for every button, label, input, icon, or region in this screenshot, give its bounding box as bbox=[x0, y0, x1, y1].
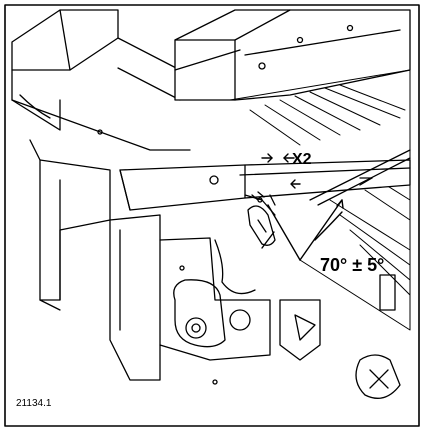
figure-reference-number: 21134.1 bbox=[16, 398, 52, 409]
multiplier-label: X2 bbox=[292, 151, 312, 168]
left-support-bracket bbox=[29, 129, 111, 311]
cross-member bbox=[119, 159, 411, 211]
top-right-bracket bbox=[174, 9, 411, 101]
angle-tolerance-label: 70° ± 5° bbox=[320, 255, 385, 275]
angle-arrows bbox=[261, 199, 344, 261]
lower-right-lug bbox=[279, 274, 401, 399]
upper-chassis-rail bbox=[11, 9, 191, 151]
tie-rod bbox=[309, 149, 411, 206]
main-mount-bracket bbox=[109, 214, 271, 385]
x2-dimension-arrows bbox=[261, 153, 301, 189]
drawing-border bbox=[4, 4, 420, 427]
